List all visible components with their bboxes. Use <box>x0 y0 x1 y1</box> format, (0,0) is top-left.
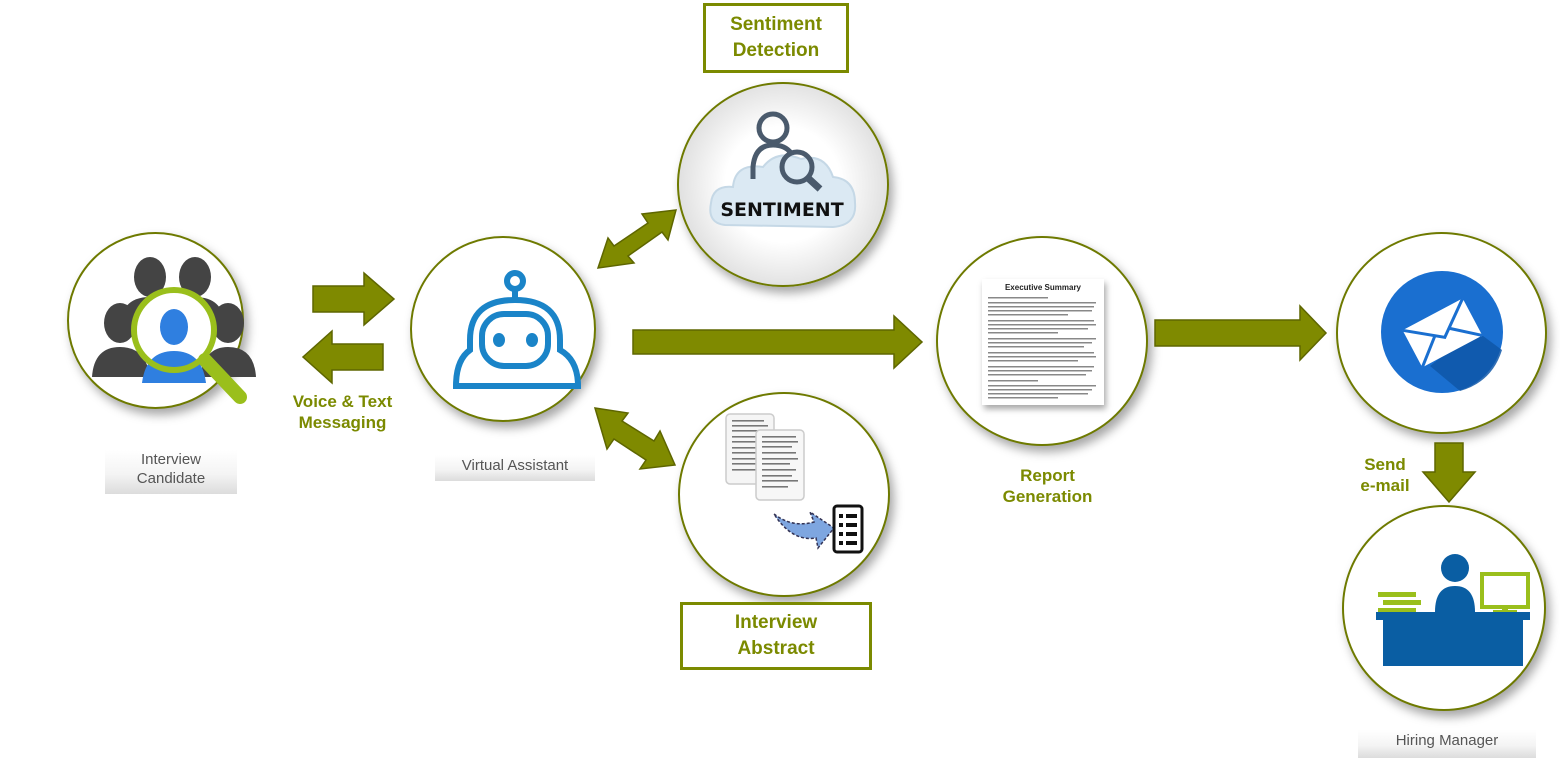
report-document-icon: Executive Summary <box>982 279 1104 405</box>
assistant-label: Virtual Assistant <box>435 455 595 481</box>
report-label: Report Generation <box>1002 466 1093 506</box>
people-search-icon <box>92 257 256 404</box>
envelope-icon <box>1381 271 1503 393</box>
send-email-label: Send e-mail <box>1360 455 1410 495</box>
report-doc-lines <box>988 297 1096 399</box>
arrow-email-manager <box>1421 442 1477 504</box>
documents-summary-icon <box>725 413 864 554</box>
sentiment-cloud-icon: SENTIMENT <box>709 111 857 229</box>
candidate-label: Interview Candidate <box>105 450 237 494</box>
robot-icon <box>452 270 582 389</box>
arrow-to-candidate <box>301 329 384 385</box>
messaging-label: Voice & Text Messaging <box>292 392 393 432</box>
arrow-to-assistant <box>312 271 396 327</box>
abstract-title-box: Interview Abstract <box>680 602 872 670</box>
arrow-report-email <box>1154 304 1328 362</box>
arrow-assistant-report <box>632 314 924 370</box>
arrow-assistant-abstract <box>593 407 677 470</box>
arrow-assistant-sentiment <box>596 209 678 269</box>
report-doc-title: Executive Summary <box>1004 283 1082 292</box>
assistant-node <box>410 236 596 422</box>
sentiment-icon-text: SENTIMENT <box>720 199 843 221</box>
sentiment-title-box: Sentiment Detection <box>703 3 849 73</box>
desk-person-icon <box>1376 554 1530 666</box>
manager-label: Hiring Manager <box>1358 730 1536 758</box>
